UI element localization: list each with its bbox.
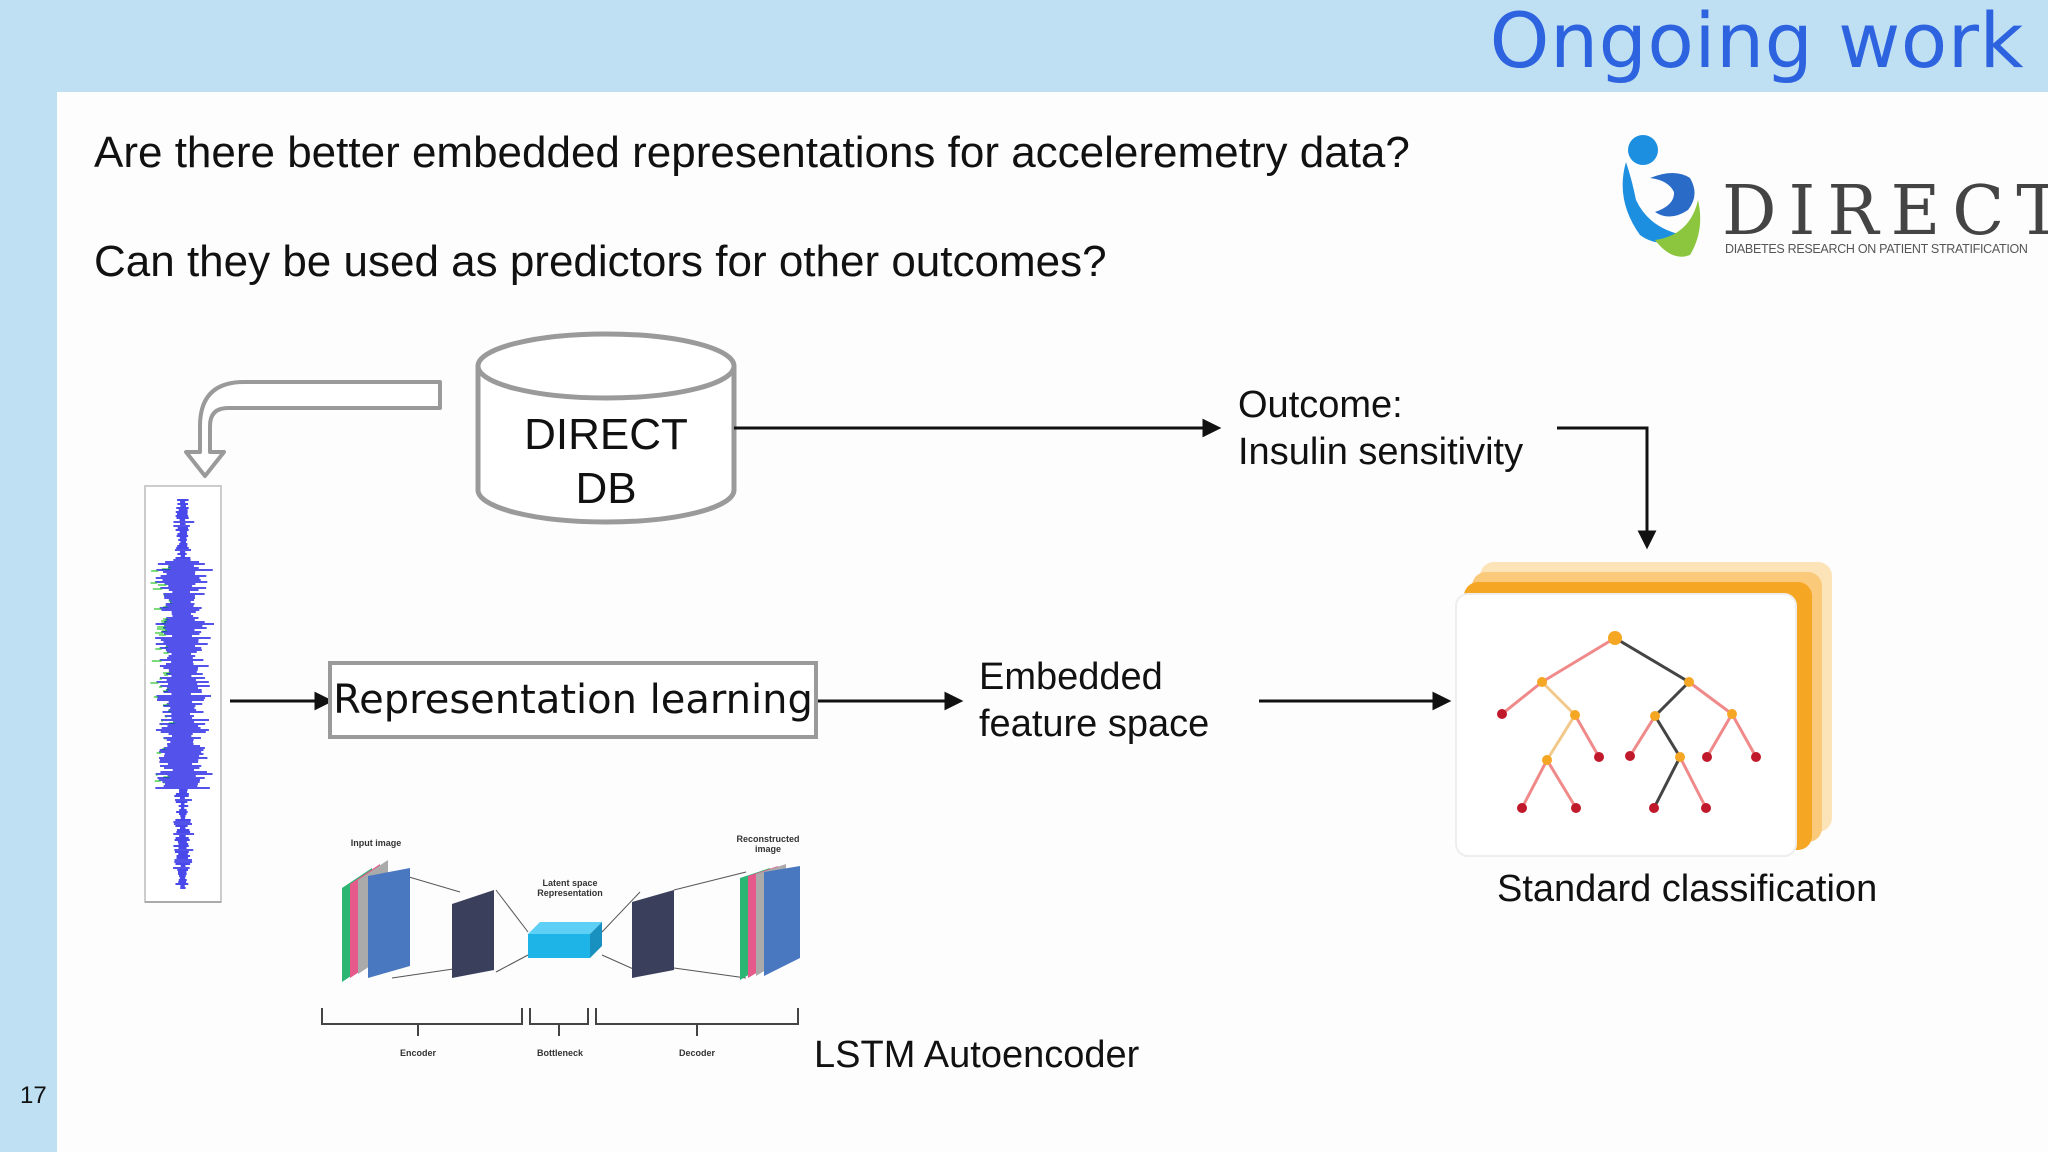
hollow-curved-arrow xyxy=(184,380,442,478)
database-label-line-2: DB xyxy=(575,464,637,513)
autoencoder-illustration xyxy=(321,860,800,1036)
embedded-feature-space-label: Embedded feature space xyxy=(979,654,1209,748)
left-side-bar xyxy=(0,0,57,1152)
ae-reconstructed-label: Reconstructed image xyxy=(736,834,800,854)
lstm-autoencoder-caption: LSTM Autoencoder xyxy=(814,1034,1140,1076)
outcome-label-line-1: Outcome: xyxy=(1238,384,1403,426)
slide-title: Ongoing work xyxy=(1489,0,2024,85)
direct-logo-subtitle: DIABETES RESEARCH ON PATIENT STRATIFICAT… xyxy=(1725,242,2028,256)
representation-learning-box: Representation learning xyxy=(328,661,818,739)
ae-latent-label: Latent space Representation xyxy=(537,878,603,898)
database-label-line-1: DIRECT xyxy=(524,410,688,459)
decision-tree-icon xyxy=(1497,631,1761,813)
standard-classification-label: Standard classification xyxy=(1497,868,1878,910)
question-2: Can they be used as predictors for other… xyxy=(94,237,1107,286)
classification-cards xyxy=(1455,562,1832,857)
outcome-label: Outcome: Insulin sensitivity xyxy=(1238,382,1523,476)
direct-logo-icon xyxy=(1622,135,1701,257)
database-label: DIRECT DB xyxy=(478,408,734,516)
ae-encoder-label: Encoder xyxy=(399,1048,436,1058)
slide-number: 17 xyxy=(20,1082,47,1109)
direct-logo-text: DIRECT xyxy=(1722,172,2048,251)
title-bar xyxy=(57,0,2048,92)
ae-decoder-label: Decoder xyxy=(678,1048,715,1058)
ae-input-label: Input image xyxy=(350,838,402,848)
question-1: Are there better embedded representation… xyxy=(94,128,1410,177)
accelerometry-signal-plot xyxy=(144,485,222,903)
outcome-label-line-2: Insulin sensitivity xyxy=(1238,431,1524,473)
embedded-label-line-1: Embedded xyxy=(979,656,1163,698)
embedded-label-line-2: feature space xyxy=(979,703,1210,745)
ae-bottleneck-label: Bottleneck xyxy=(536,1048,583,1058)
arrows xyxy=(230,418,1657,711)
database-cylinder xyxy=(475,331,737,525)
